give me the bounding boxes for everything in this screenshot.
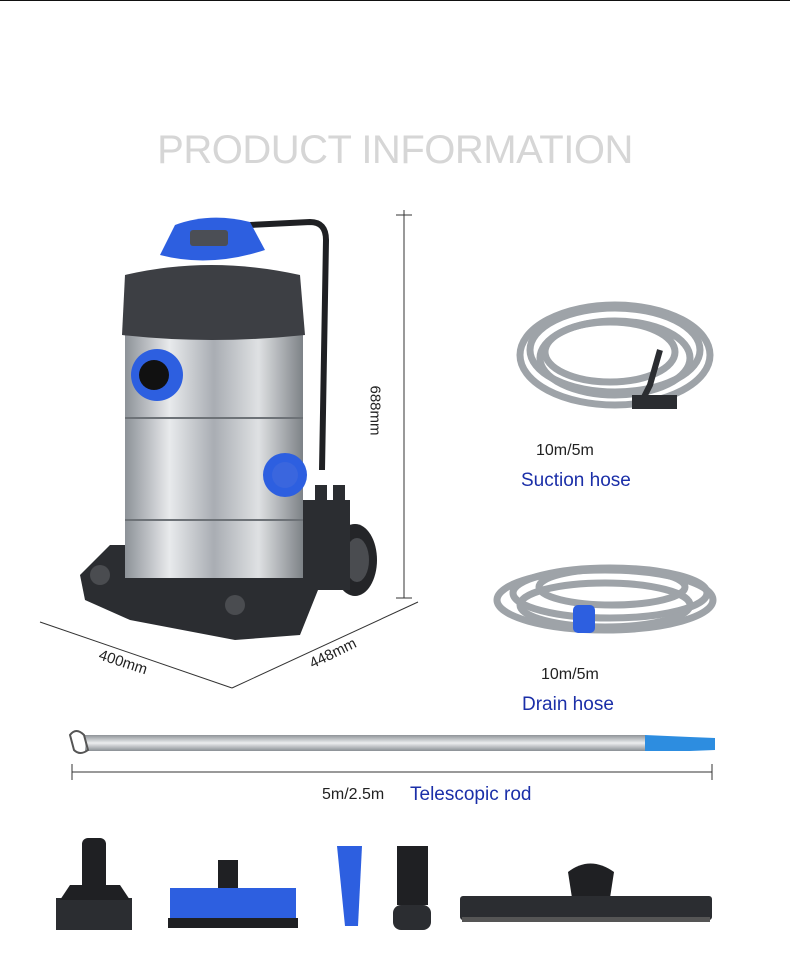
floor-brush-icon: [168, 860, 298, 928]
suction-hose-name: Suction hose: [521, 470, 631, 491]
suction-hose-length: 10m/5m: [536, 442, 594, 459]
drain-hose-icon: [493, 564, 717, 634]
round-brush-icon: [393, 846, 431, 930]
rod-dimension-line: [71, 764, 713, 780]
height-dimension-line: [396, 210, 412, 599]
rod-length: 5m/2.5m: [322, 786, 385, 803]
suction-hose-icon: [516, 301, 714, 409]
height-dimension-label: 688mm: [366, 385, 384, 436]
top-border: [0, 0, 790, 1]
telescopic-rod-icon: [68, 730, 715, 754]
drain-hose-length: 10m/5m: [541, 666, 599, 683]
wide-floor-nozzle-icon: [460, 863, 712, 922]
squeegee-nozzle-icon: [56, 838, 132, 930]
crevice-tool-icon: [337, 846, 362, 926]
depth-dimension-line: [231, 601, 419, 689]
drain-hose-name: Drain hose: [522, 694, 614, 715]
rod-name: Telescopic rod: [410, 784, 532, 805]
width-dimension-line: [39, 621, 233, 689]
page-title: PRODUCT INFORMATION: [157, 128, 633, 172]
vacuum-cleaner-icon: [80, 217, 377, 640]
